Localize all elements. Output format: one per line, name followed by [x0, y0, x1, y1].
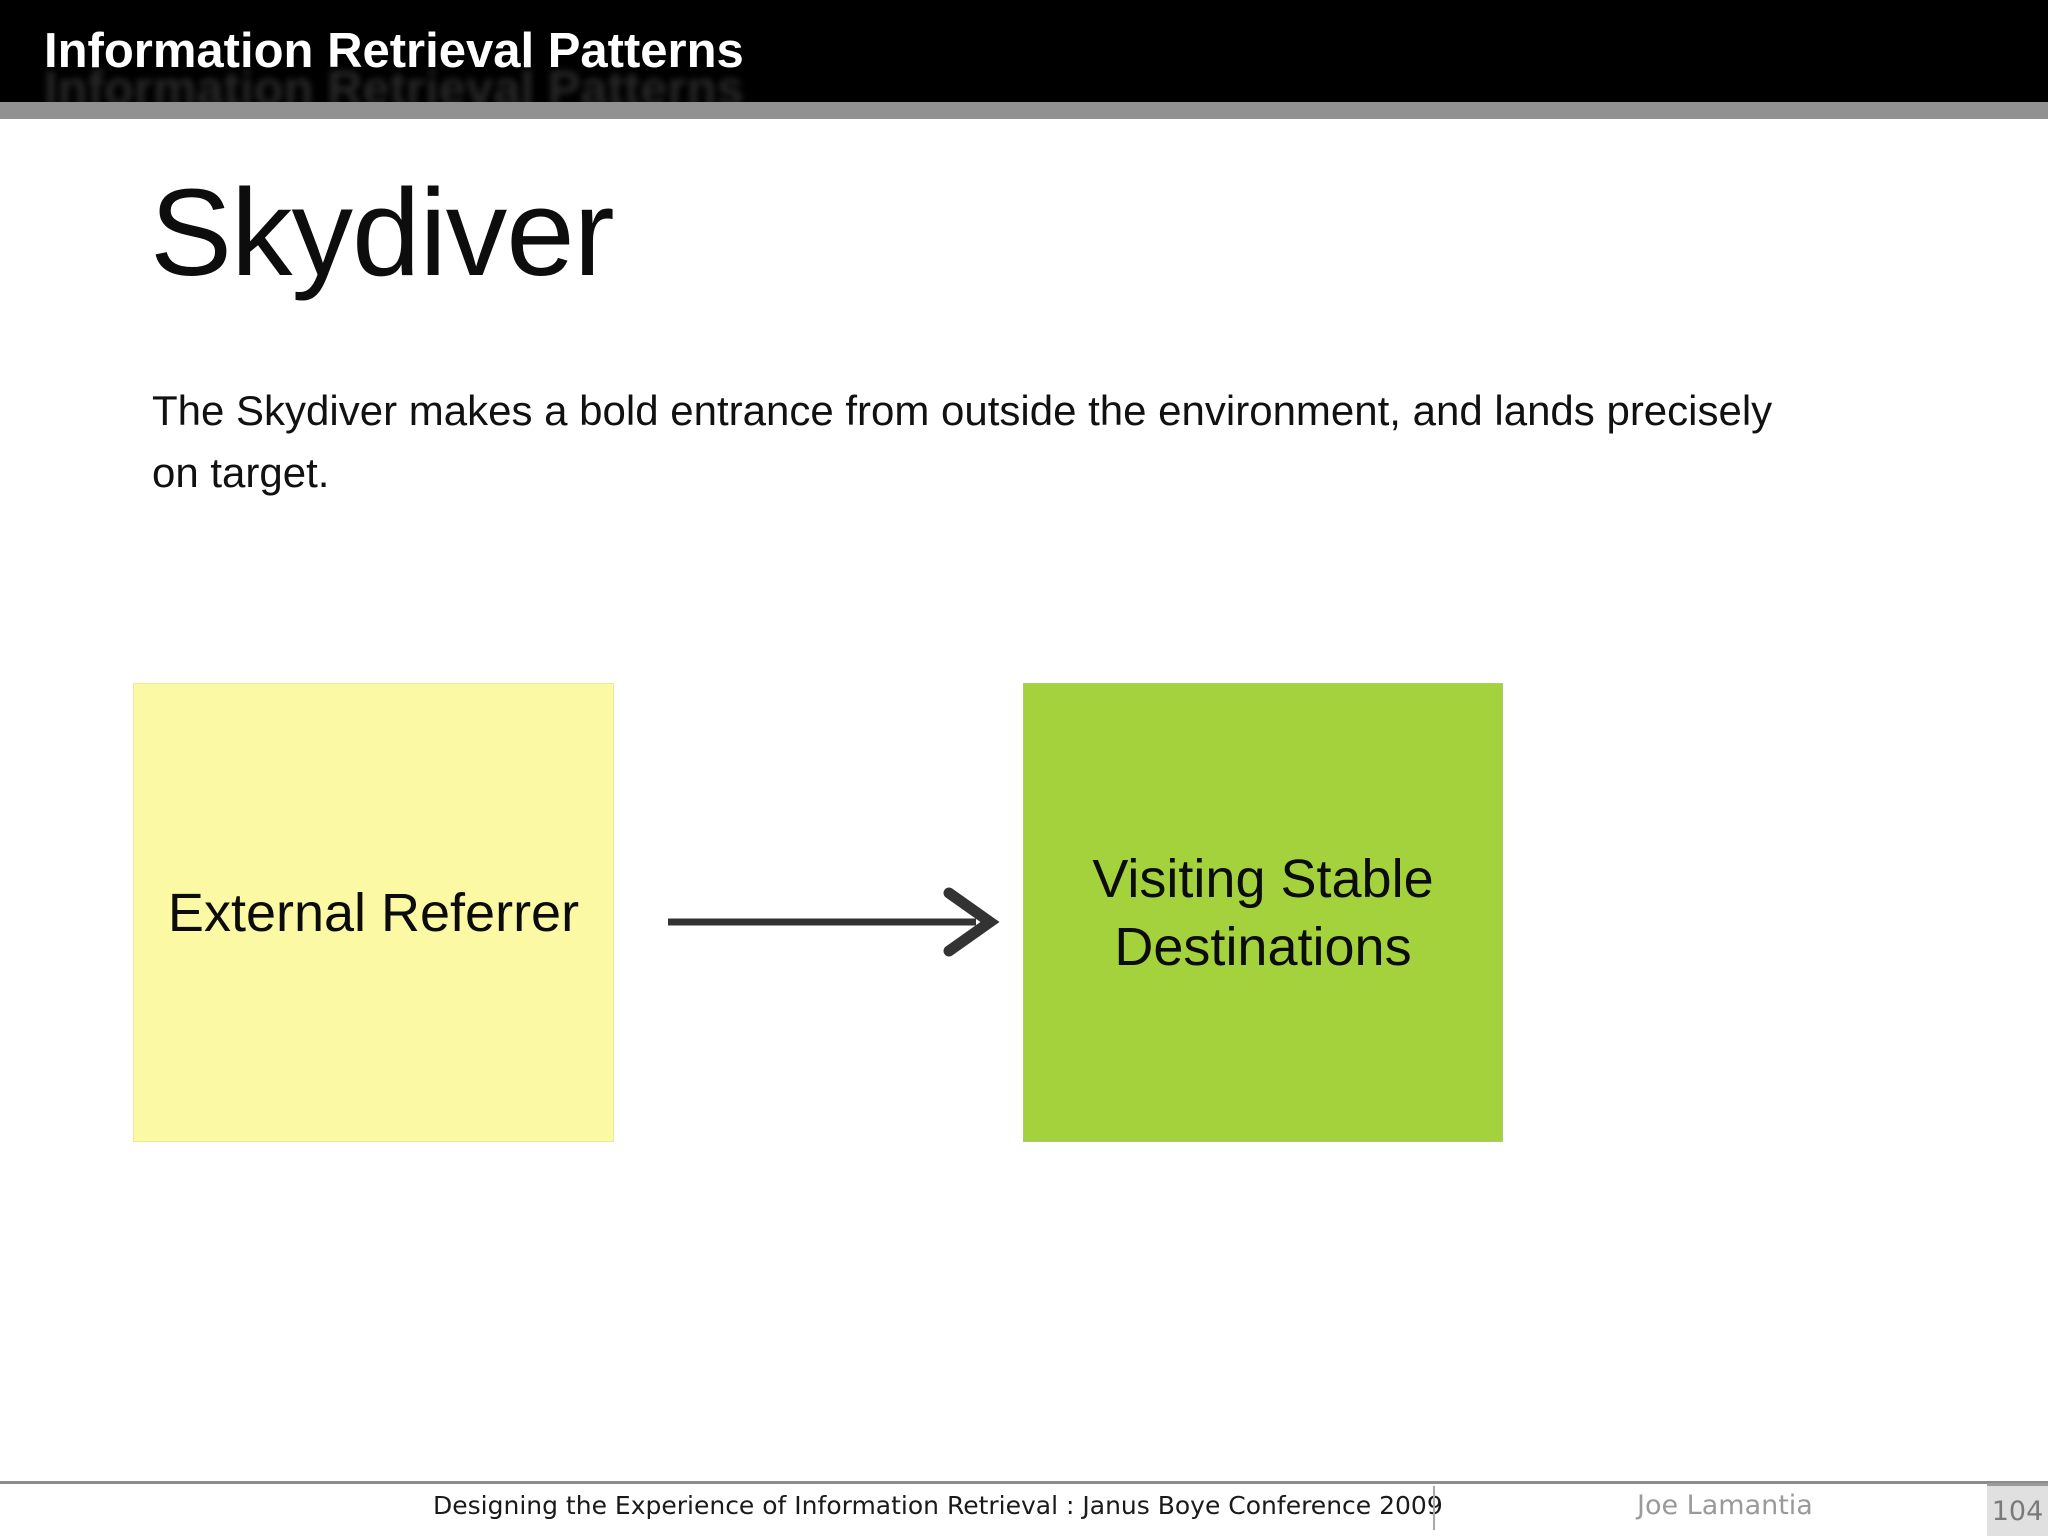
header-gray-strip — [0, 102, 2048, 119]
footer-vertical-divider — [1433, 1486, 1435, 1530]
footer-divider-line — [0, 1481, 2048, 1484]
slide-header-bar: Information Retrieval Patterns — [0, 0, 2048, 102]
diagram-box-label: Visiting Stable Destinations — [1092, 848, 1434, 977]
footer-caption: Designing the Experience of Information … — [433, 1491, 1443, 1520]
page-number-badge: 104 — [1987, 1483, 2048, 1536]
page-number: 104 — [1991, 1495, 2044, 1527]
flow-arrow-icon — [660, 880, 1000, 964]
diagram-box-external-referrer: External Referrer — [133, 683, 614, 1142]
diagram-box-label: External Referrer — [167, 882, 580, 943]
page-title: Skydiver — [150, 165, 615, 302]
footer-author: Joe Lamantia — [1637, 1490, 1813, 1521]
diagram-box-visiting-stable-destinations: Visiting Stable Destinations — [1023, 683, 1503, 1142]
slide-header-title: Information Retrieval Patterns — [44, 24, 744, 78]
slide-description: The Skydiver makes a bold entrance from … — [152, 387, 1773, 496]
